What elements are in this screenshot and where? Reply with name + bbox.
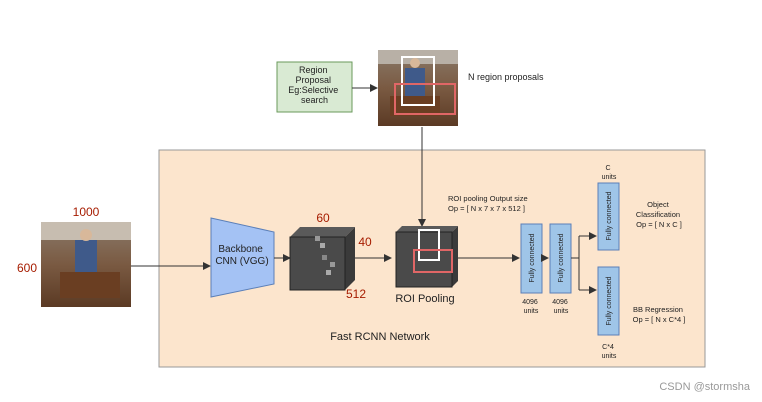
input-height-label: 600 — [17, 261, 37, 275]
backbone-cnn — [210, 217, 275, 298]
input-width-label: 1000 — [73, 205, 100, 219]
roi-pooling-block — [395, 226, 458, 288]
proposal-box-red — [394, 83, 456, 115]
region-proposal-box — [276, 61, 353, 113]
input-image — [41, 222, 131, 307]
fc-regression — [597, 266, 620, 336]
branch-connectors — [571, 236, 580, 290]
n-region-proposals-label: N region proposals — [468, 72, 544, 82]
fc-layer-1-units: 4096 units — [522, 299, 540, 315]
backbone-label: Backbone CNN (VGG) — [215, 244, 268, 267]
feature-map — [289, 227, 355, 291]
classification-units: C units — [602, 165, 617, 181]
classification-output: Object Classification Op = [ N x C ] — [636, 200, 682, 229]
watermark: CSDN @stormsha — [659, 381, 751, 393]
fc-layer-1-label: Fully connected — [529, 233, 536, 282]
regression-units: C*4 units — [602, 344, 617, 360]
feature-height-label: 40 — [358, 235, 372, 249]
roi-pooling-label: ROI Pooling — [395, 293, 454, 305]
fc-layer-2-label: Fully connected — [558, 233, 565, 282]
network-title: Fast RCNN Network — [330, 331, 430, 343]
proposal-box-white — [401, 56, 435, 106]
fc-classification — [597, 182, 620, 251]
roi-output-label: ROI pooling Output size Op = [ N x 7 x 7… — [448, 194, 530, 213]
fc-layer-2-units: 4096 units — [552, 299, 570, 315]
feature-width-label: 60 — [316, 211, 330, 225]
feature-depth-label: 512 — [346, 287, 366, 301]
fc-classification-label: Fully connected — [606, 191, 613, 240]
fc-regression-label: Fully connected — [606, 276, 613, 325]
proposals-image — [378, 50, 458, 126]
regression-output: BB Regression Op = [ N x C*4 ] — [633, 305, 686, 324]
roi-box-white — [418, 229, 440, 261]
region-proposal-label: Region Proposal Eg:Selective search — [288, 65, 341, 105]
roi-box-red — [413, 249, 453, 273]
